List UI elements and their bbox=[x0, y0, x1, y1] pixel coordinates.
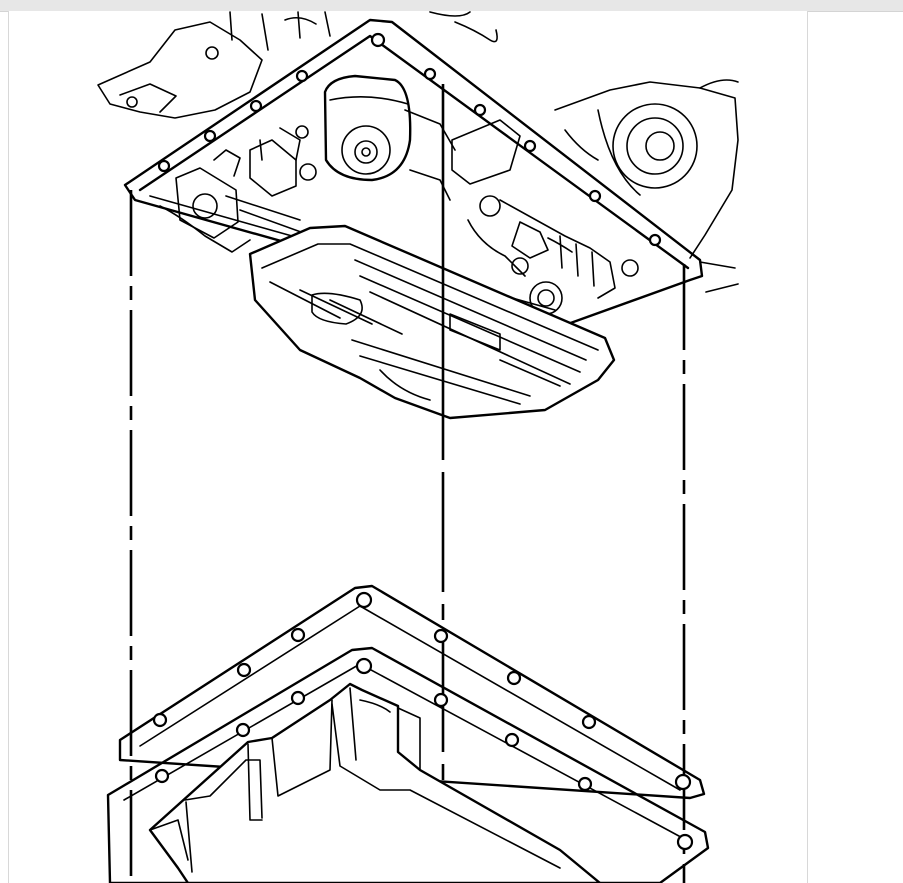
diagram-image bbox=[9, 11, 807, 883]
viewer-right-border bbox=[807, 11, 808, 883]
viewer-left-border bbox=[8, 11, 9, 883]
exploded-view-illustration bbox=[97, 11, 739, 883]
transmission-valve-body bbox=[97, 11, 739, 420]
oil-pan-gasket bbox=[118, 584, 706, 800]
oil-pan bbox=[106, 646, 710, 883]
